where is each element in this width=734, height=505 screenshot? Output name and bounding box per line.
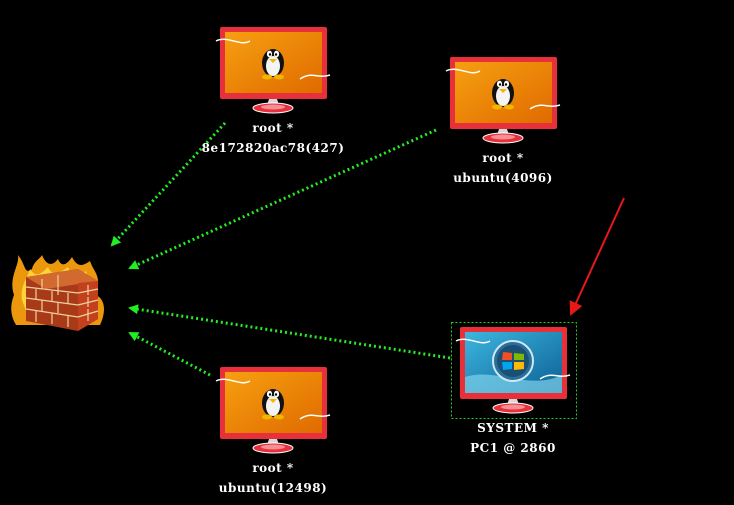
pivot-link[interactable]	[128, 331, 211, 377]
session-host: ubuntu(12498)	[218, 481, 328, 495]
session-node-monitor[interactable]	[215, 27, 331, 114]
pivot-link[interactable]	[128, 128, 437, 270]
session-user: root *	[482, 151, 524, 165]
pivot-link[interactable]	[128, 304, 451, 360]
session-host: 8e172820ac78(427)	[201, 141, 345, 155]
session-node-monitor[interactable]	[445, 57, 561, 144]
session-label: root * 8e172820ac78(427)	[173, 118, 373, 158]
selection-box	[451, 322, 577, 419]
session-label: root * ubuntu(4096)	[403, 148, 603, 188]
windows-logo-icon	[492, 340, 534, 382]
pivot-links	[110, 121, 451, 377]
session-user: root *	[252, 121, 294, 135]
session-label: SYSTEM * PC1 @ 2860	[413, 418, 613, 458]
session-host: ubuntu(4096)	[453, 171, 553, 185]
attack-arrow	[569, 197, 625, 316]
session-node-monitor[interactable]	[455, 327, 571, 414]
session-host: PC1 @ 2860	[470, 441, 556, 455]
session-user: SYSTEM *	[477, 421, 549, 435]
session-node-monitor[interactable]	[215, 367, 331, 454]
firewall-icon[interactable]	[11, 255, 104, 331]
session-label: root * ubuntu(12498)	[173, 458, 373, 498]
session-user: root *	[252, 461, 294, 475]
